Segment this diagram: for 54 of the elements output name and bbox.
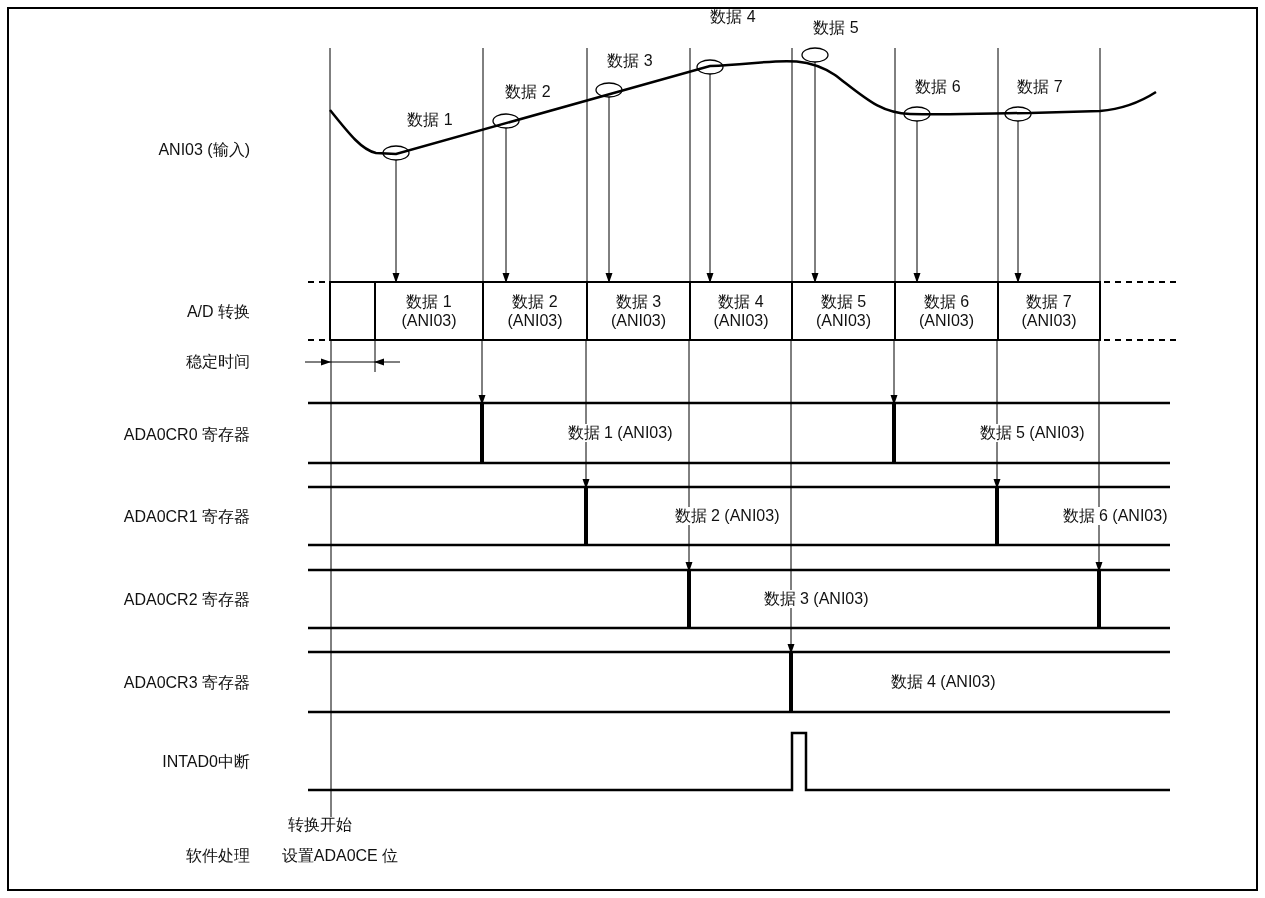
arrow [706, 73, 714, 283]
sample-label: 数据 6 [915, 78, 961, 96]
conversion-box: 数据 7 (ANI03) [997, 281, 1101, 341]
register-value: 数据 4 (ANI03) [888, 673, 998, 691]
sample-label: 数据 2 [505, 83, 551, 101]
arrow [1014, 120, 1022, 283]
signal-label: ADA0CR2 寄存器 [123, 591, 250, 609]
arrow [993, 338, 1001, 489]
conversion-box: 数据 1 (ANI03) [374, 281, 484, 341]
arrow [890, 338, 898, 405]
conversion-box: 数据 3 (ANI03) [586, 281, 691, 341]
register-transition [892, 402, 896, 464]
register-value: 数据 6 (ANI03) [1060, 507, 1170, 525]
register-transition [584, 486, 588, 546]
signal-label: A/D 转换 [186, 303, 250, 321]
sample-label: 数据 3 [607, 52, 653, 70]
sample-label: 数据 7 [1017, 78, 1063, 96]
register-value: 数据 5 (ANI03) [977, 424, 1087, 442]
signal-label: 设置ADA0CE 位 [281, 847, 399, 865]
signal-label: ADA0CR0 寄存器 [123, 426, 250, 444]
connector-line [330, 338, 332, 818]
arrow [392, 159, 400, 283]
signal-label: ADA0CR3 寄存器 [123, 674, 250, 692]
register-transition [687, 569, 691, 629]
register-value: 数据 1 (ANI03) [565, 424, 675, 442]
sample-label: 数据 5 [813, 19, 859, 37]
sample-label: 数据 4 [710, 8, 756, 26]
register-value: 数据 2 (ANI03) [672, 507, 782, 525]
sample-label: 数据 1 [407, 111, 453, 129]
arrow [685, 338, 693, 572]
register-transition [789, 651, 793, 713]
signal-label: INTAD0中断 [162, 753, 250, 771]
signal-label: ANI03 (输入) [158, 141, 250, 159]
register-transition [995, 486, 999, 546]
conversion-box: 数据 2 (ANI03) [482, 281, 588, 341]
signal-label: ADA0CR1 寄存器 [123, 508, 250, 526]
arrow [605, 96, 613, 283]
arrow [787, 338, 795, 654]
arrow [811, 61, 819, 283]
register-transition [480, 402, 484, 464]
arrow [502, 127, 510, 283]
arrow [1095, 338, 1103, 572]
conversion-box: 数据 6 (ANI03) [894, 281, 999, 341]
conversion-box: 数据 4 (ANI03) [689, 281, 793, 341]
signal-label: 稳定时间 [186, 353, 250, 371]
arrow [478, 338, 486, 405]
arrow [913, 120, 921, 283]
signal-label: 软件处理 [186, 847, 250, 865]
arrow [582, 338, 590, 489]
conversion-box: 数据 5 (ANI03) [791, 281, 896, 341]
software-note: 转换开始 [288, 816, 352, 834]
conversion-box [329, 281, 376, 341]
register-value: 数据 3 (ANI03) [761, 590, 871, 608]
register-transition [1097, 569, 1101, 629]
